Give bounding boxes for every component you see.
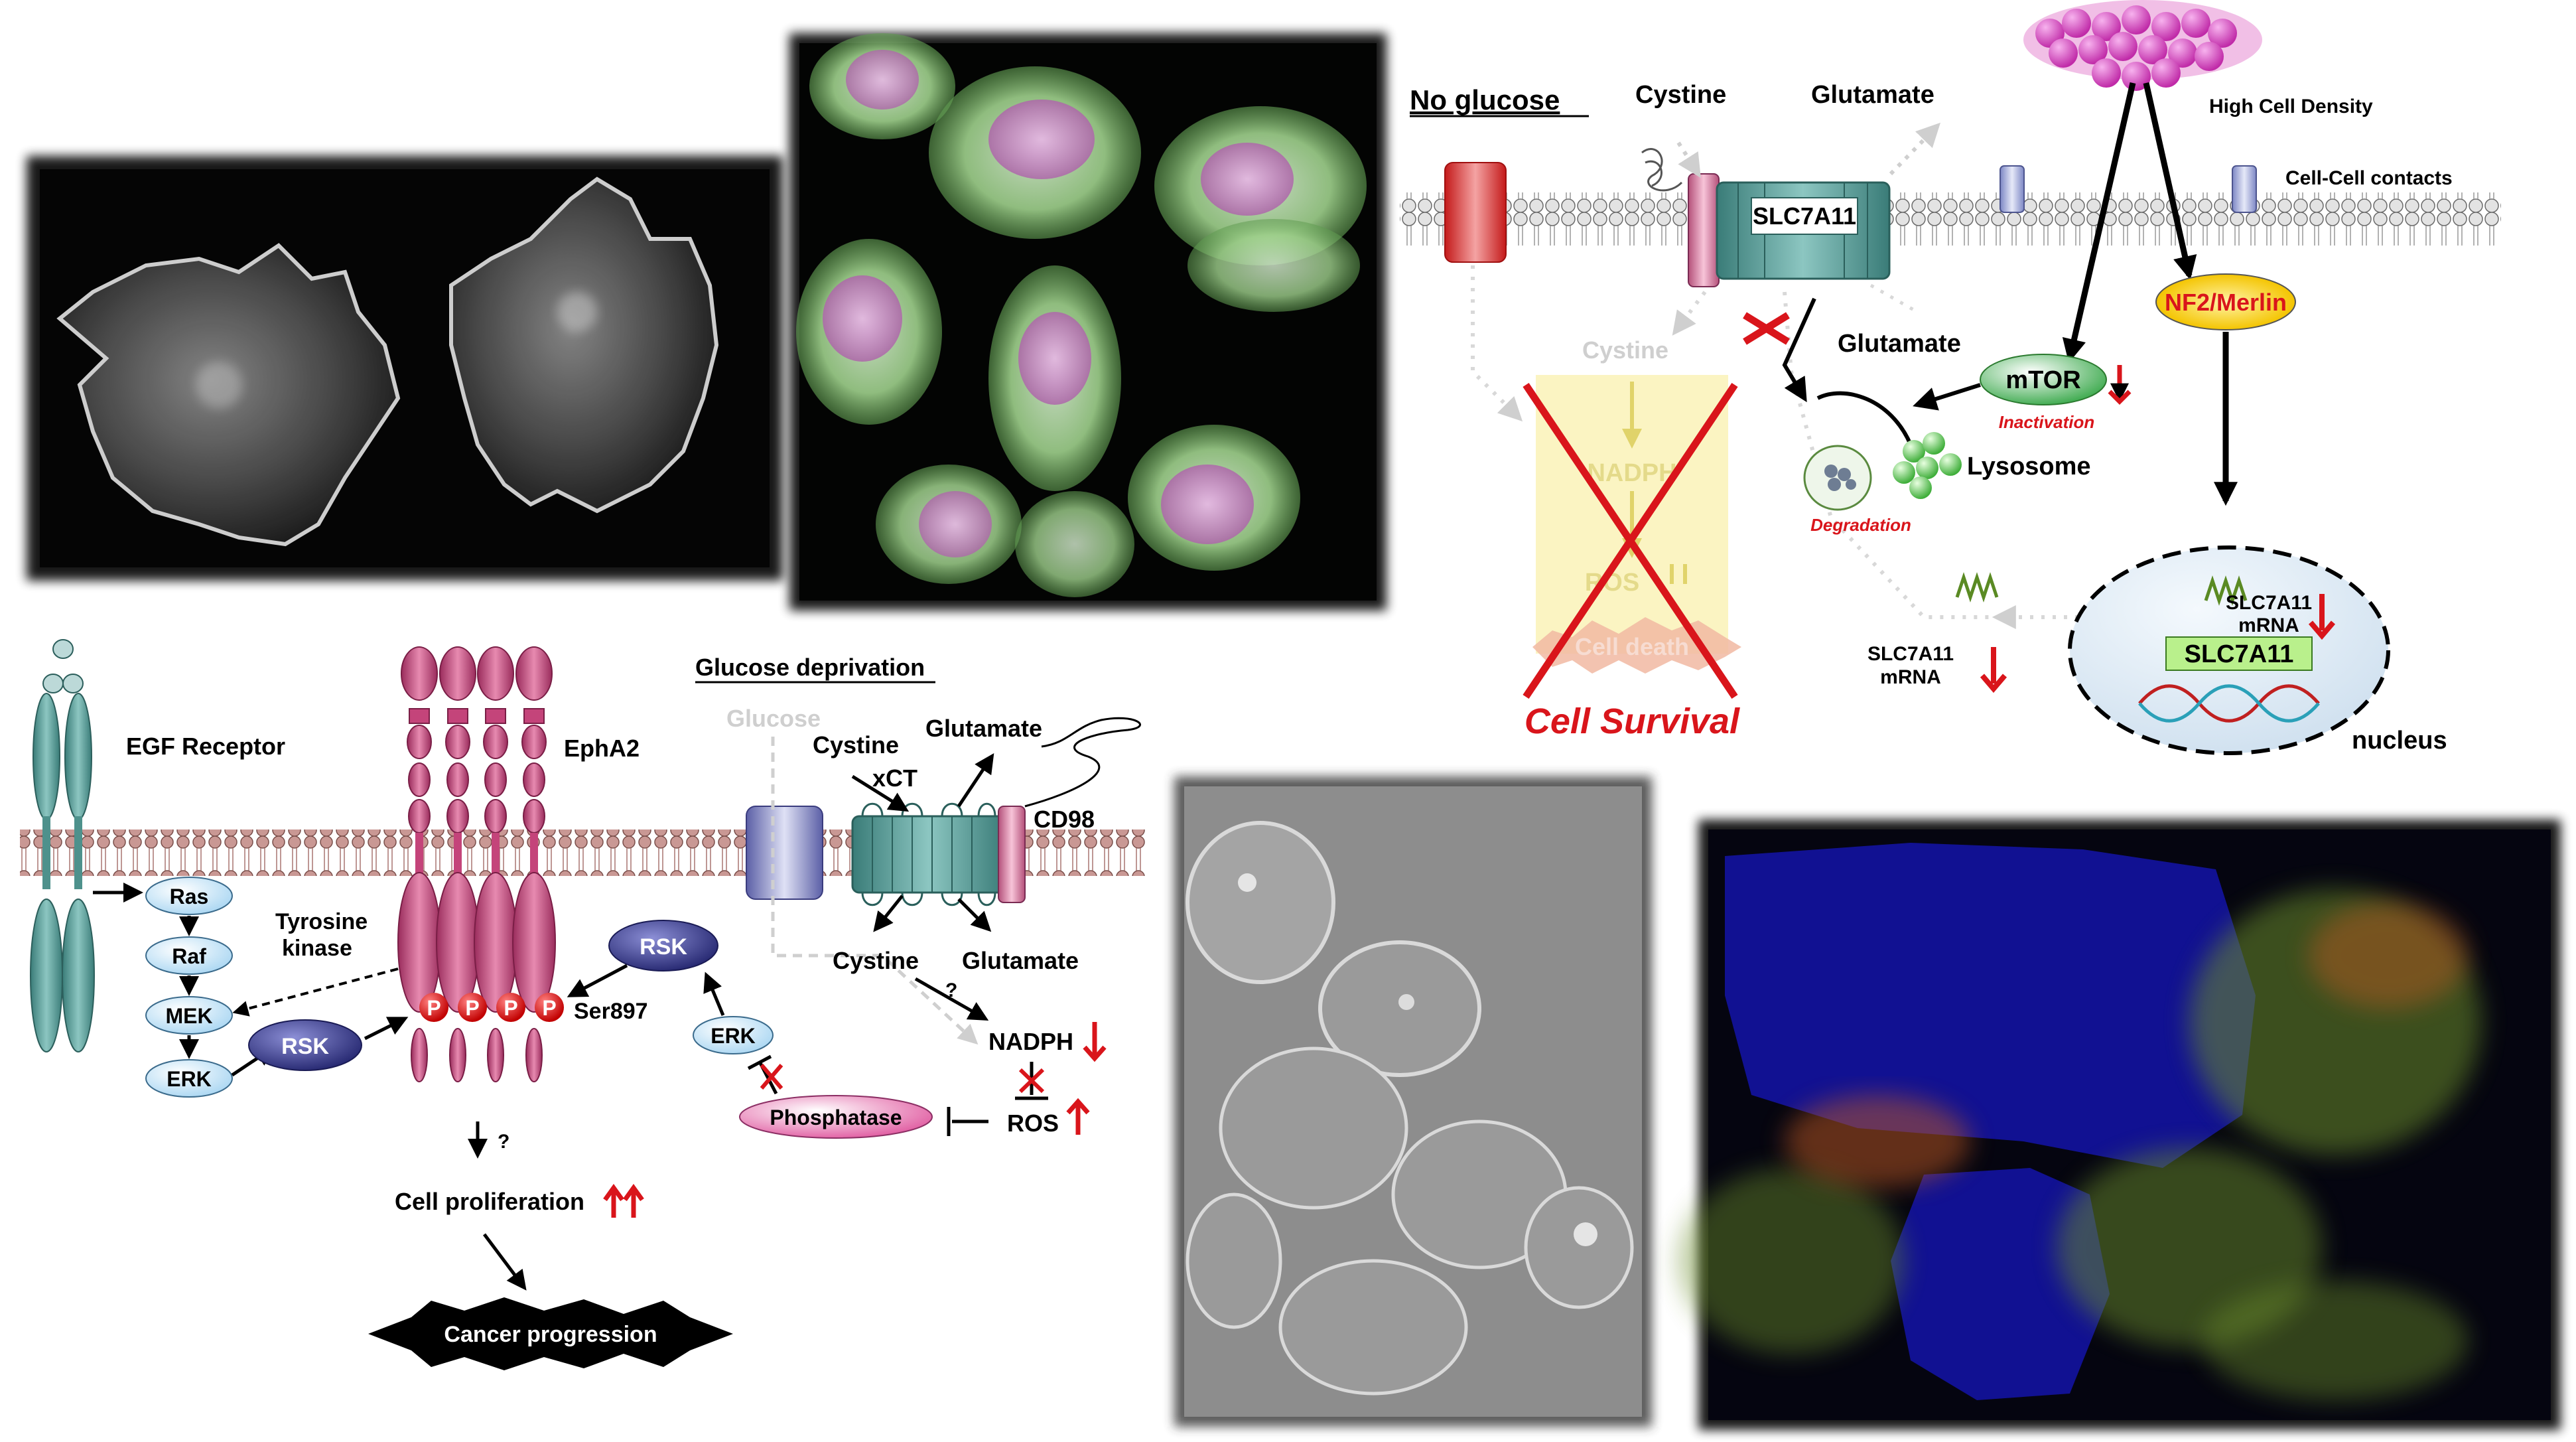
slc7a11-gene-label: SLC7A11: [2185, 640, 2294, 668]
glutamate-below-label: Glutamate: [962, 947, 1079, 974]
rsk-upper-oval: [608, 920, 718, 972]
lysosome-label: Lysosome: [1967, 453, 2091, 480]
slc7a11-mrna-outside-line1: SLC7A11: [1867, 643, 1954, 665]
mek-label: MEK: [165, 1004, 212, 1028]
nf2-merlin-oval: [2155, 273, 2296, 330]
glucose-transporter-blue: [746, 806, 823, 900]
high-cell-density-label: High Cell Density: [2209, 96, 2373, 117]
nucleus-label: nucleus: [2352, 727, 2447, 755]
phosphatase-oval: [739, 1095, 933, 1139]
ras-label: Ras: [170, 885, 209, 908]
blocked-x-mark: [1743, 312, 1790, 345]
cd98-label: CD98: [1034, 806, 1095, 833]
cell-proliferation-label: Cell proliferation: [395, 1188, 584, 1215]
cell-cell-contacts-label: Cell-Cell contacts: [2285, 167, 2453, 189]
erk-right-label: ERK: [711, 1024, 756, 1048]
egf-receptor-shape: [30, 639, 95, 1052]
cell-contact-channel-2: [2232, 165, 2257, 213]
micrograph-confocal: [1678, 820, 2561, 1430]
egf-receptor-label: EGF Receptor: [126, 733, 285, 760]
glucose-deprivation-label: Glucose deprivation: [695, 654, 925, 681]
erk-label: ERK: [167, 1067, 212, 1091]
raf-label: Raf: [172, 944, 206, 968]
slc7a11-mrna-inside-line2: mRNA: [2238, 614, 2299, 636]
phospho-label-4: P: [542, 996, 556, 1020]
degradation-label: Degradation: [1810, 515, 1911, 535]
micrograph-fluorescent-cells: [789, 33, 1387, 611]
cystine-below-label: Cystine: [833, 947, 919, 974]
nf2-merlin-label: NF2/Merlin: [2165, 289, 2287, 316]
glutamate-out-label: Glutamate: [925, 715, 1042, 742]
glutamate-mid-label: Glutamate: [1838, 330, 1961, 358]
micrograph-grey-cells: [27, 156, 783, 581]
ros-label: ROS: [1007, 1110, 1059, 1137]
cell-contact-channel-1: [2000, 165, 2025, 213]
phospho-sites: [419, 993, 564, 1022]
tyrosine-kinase-line1: Tyrosine: [275, 909, 368, 934]
erk-right-oval: [693, 1016, 774, 1054]
glucose-label: Glucose: [726, 705, 821, 732]
cancer-progression-burst: [368, 1297, 733, 1370]
rsk-mid-label: RSK: [281, 1034, 329, 1059]
cell-survival-label: Cell Survival: [1525, 701, 1740, 741]
rsk-mid-oval: [248, 1019, 362, 1071]
survival-x-mark: [1523, 382, 1738, 699]
ras-oval: [145, 877, 233, 915]
slc7a11-label: SLC7A11: [1753, 202, 1856, 230]
micrograph-phase-contrast: [1174, 776, 1652, 1427]
mek-oval: [145, 996, 233, 1035]
ser897-label: Ser897: [574, 999, 648, 1024]
erk-oval: [145, 1059, 233, 1098]
inactivation-label: Inactivation: [1999, 412, 2094, 432]
cystine-in-label: Cystine: [813, 731, 899, 758]
phospho-label-2: P: [465, 996, 479, 1020]
plasma-membrane-right: [1400, 192, 2501, 246]
epha2-receptor-shape: [397, 646, 556, 1082]
epha2-label: EphA2: [564, 735, 640, 762]
degradation-vesicle: [1803, 445, 1872, 511]
cell-death-faded-label: Cell death: [1575, 633, 1689, 660]
nadph-block-x: [1018, 1068, 1045, 1094]
rsk-upper-label: RSK: [640, 934, 687, 960]
mtor-oval: [1980, 354, 2107, 405]
phospho-label-1: P: [427, 996, 441, 1020]
phospho-label-3: P: [504, 996, 517, 1020]
cystine-faded-label: Cystine: [1582, 336, 1668, 364]
lysosome-cluster: [1893, 432, 1962, 499]
xct-label: xCT: [872, 764, 917, 792]
slc7a11-transporter: SLC7A11: [1641, 148, 1891, 287]
raf-oval: [145, 936, 233, 975]
pathway-slc7a11-diagram: SLC7A11 No glucose Cystine Glutamate: [1400, 0, 2501, 755]
question-label-2: ?: [498, 1131, 509, 1153]
slc7a11-mrna-inside-line1: SLC7A11: [2226, 592, 2312, 614]
mtor-label: mTOR: [2005, 366, 2080, 394]
glutamate-top-label: Glutamate: [1811, 81, 1934, 109]
cancer-progression-label: Cancer progression: [444, 1322, 657, 1347]
slc7a11-gene-box: [2165, 636, 2313, 671]
cystine-top-label: Cystine: [1635, 81, 1726, 109]
slc7a11-mrna-outside-line2: mRNA: [1880, 666, 1941, 688]
phosphatase-block-x: [760, 1064, 783, 1090]
xct-transporter: [851, 717, 1142, 906]
tyrosine-kinase-line2: kinase: [282, 936, 352, 961]
glucose-transporter-red: [1444, 162, 1507, 263]
phosphatase-label: Phosphatase: [770, 1106, 902, 1129]
pathway-epha2-diagram: EGF Receptor: [20, 639, 1148, 1370]
dna-helix: [2138, 684, 2320, 723]
high-cell-density-cluster: [2023, 0, 2262, 91]
nadph-faded-label: NADPH: [1587, 459, 1676, 487]
nadph-label: NADPH: [988, 1028, 1073, 1055]
no-glucose-label: No glucose: [1410, 84, 1560, 115]
